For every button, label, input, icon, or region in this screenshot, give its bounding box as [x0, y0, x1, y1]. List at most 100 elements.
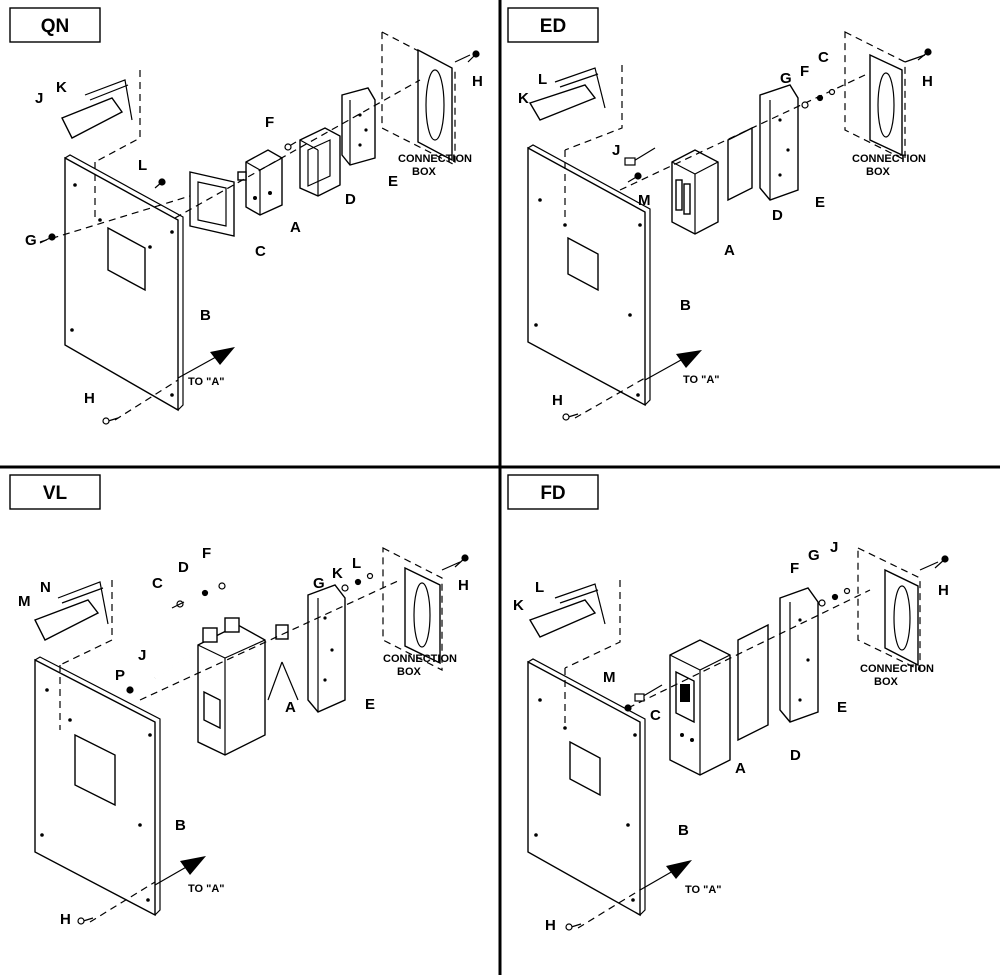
part-label-a: A [285, 699, 296, 716]
part-label-b: B [200, 307, 211, 324]
connection-box-label-2: BOX [874, 676, 899, 688]
panel-vl: VL [9, 474, 469, 928]
to-a-label: TO "A" [188, 883, 225, 895]
panel-title-box [9, 7, 101, 43]
part-label-f: F [790, 560, 799, 577]
part-label-n: N [40, 579, 51, 596]
cover-window [107, 226, 146, 292]
panel-title: FD [540, 483, 565, 504]
mounting-bracket [299, 127, 341, 197]
trough [528, 84, 597, 121]
cover-window [567, 236, 599, 292]
part-label-f: F [265, 114, 274, 131]
to-a-label: TO "A" [188, 376, 225, 388]
part-label-h-top: H [458, 577, 469, 594]
cover-window [569, 740, 601, 797]
connection-box-label-1: CONNECTION [398, 153, 472, 165]
part-label-e: E [815, 194, 825, 211]
part-label-l: L [538, 71, 547, 88]
part-label-g: G [25, 232, 37, 249]
part-label-l: L [535, 579, 544, 596]
connection-box [417, 48, 453, 162]
cover-plate [64, 156, 179, 412]
part-label-a: A [290, 219, 301, 236]
part-label-d: D [790, 747, 801, 764]
to-a-label: TO "A" [685, 884, 722, 896]
part-label-h-top: H [938, 582, 949, 599]
mounting-plate [779, 587, 819, 723]
panel-title-box [507, 474, 599, 510]
part-label-d: D [772, 207, 783, 224]
part-label-m: M [603, 669, 616, 686]
part-label-l: L [352, 555, 361, 572]
part-label-h-bottom: H [60, 911, 71, 928]
backing-plate [727, 126, 753, 202]
connection-box-label-1: CONNECTION [852, 153, 926, 165]
part-label-c: C [818, 49, 829, 66]
cover-window [74, 733, 116, 807]
part-label-a: A [735, 760, 746, 777]
breaker-frame [189, 171, 235, 237]
part-label-c: C [255, 243, 266, 260]
cover-plate [527, 660, 641, 917]
to-a-label: TO "A" [683, 374, 720, 386]
part-label-b: B [680, 297, 691, 314]
panel-fd: FD [507, 474, 949, 934]
connection-box [884, 568, 919, 667]
breaker [245, 149, 283, 216]
connection-box-label-1: CONNECTION [860, 663, 934, 675]
part-label-c: C [650, 707, 661, 724]
mounting-plate [341, 87, 376, 166]
part-label-j: J [138, 647, 146, 664]
panel-title: ED [540, 16, 566, 37]
panel-ed: ED TO "A" [507, 7, 933, 421]
part-label-g: G [780, 70, 792, 87]
part-label-b: B [678, 822, 689, 839]
part-label-p: P [115, 667, 125, 684]
part-label-f: F [800, 63, 809, 80]
connection-box-label-2: BOX [397, 666, 422, 678]
part-label-k: K [56, 79, 67, 96]
part-label-b: B [175, 817, 186, 834]
connection-box-label-1: CONNECTION [383, 653, 457, 665]
trough [528, 599, 597, 638]
part-label-e: E [837, 699, 847, 716]
part-label-j: J [612, 142, 620, 159]
part-label-g: G [313, 575, 325, 592]
panel-title: VL [43, 483, 68, 504]
part-label-a: A [724, 242, 735, 259]
part-label-l: L [138, 157, 147, 174]
part-label-h-top: H [472, 73, 483, 90]
connection-box [404, 566, 441, 665]
part-label-k: K [332, 565, 343, 582]
connection-box-label-2: BOX [866, 166, 891, 178]
connection-box [869, 53, 903, 157]
part-label-h-bottom: H [545, 917, 556, 934]
part-label-g: G [808, 547, 820, 564]
mounting-plate [759, 84, 799, 201]
mounting-plate [307, 584, 346, 713]
connection-box-label-2: BOX [412, 166, 437, 178]
part-label-f: F [202, 545, 211, 562]
part-label-j: J [830, 539, 838, 556]
panel-title: QN [41, 16, 70, 37]
part-label-h-bottom: H [552, 392, 563, 409]
part-label-d: D [178, 559, 189, 576]
part-label-k: K [518, 90, 529, 107]
trough [61, 97, 124, 139]
part-label-h-top: H [922, 73, 933, 90]
panel-title-box [507, 7, 599, 43]
part-label-j: J [35, 90, 43, 107]
part-label-m: M [18, 593, 31, 610]
part-label-c: C [152, 575, 163, 592]
panel-qn: QN [9, 7, 483, 425]
part-label-h-bottom: H [84, 390, 95, 407]
part-label-k: K [513, 597, 524, 614]
part-label-e: E [365, 696, 375, 713]
part-label-e: E [388, 173, 398, 190]
trough [34, 599, 100, 641]
backing-plate [737, 623, 769, 742]
part-label-d: D [345, 191, 356, 208]
panel-title-box [9, 474, 101, 510]
